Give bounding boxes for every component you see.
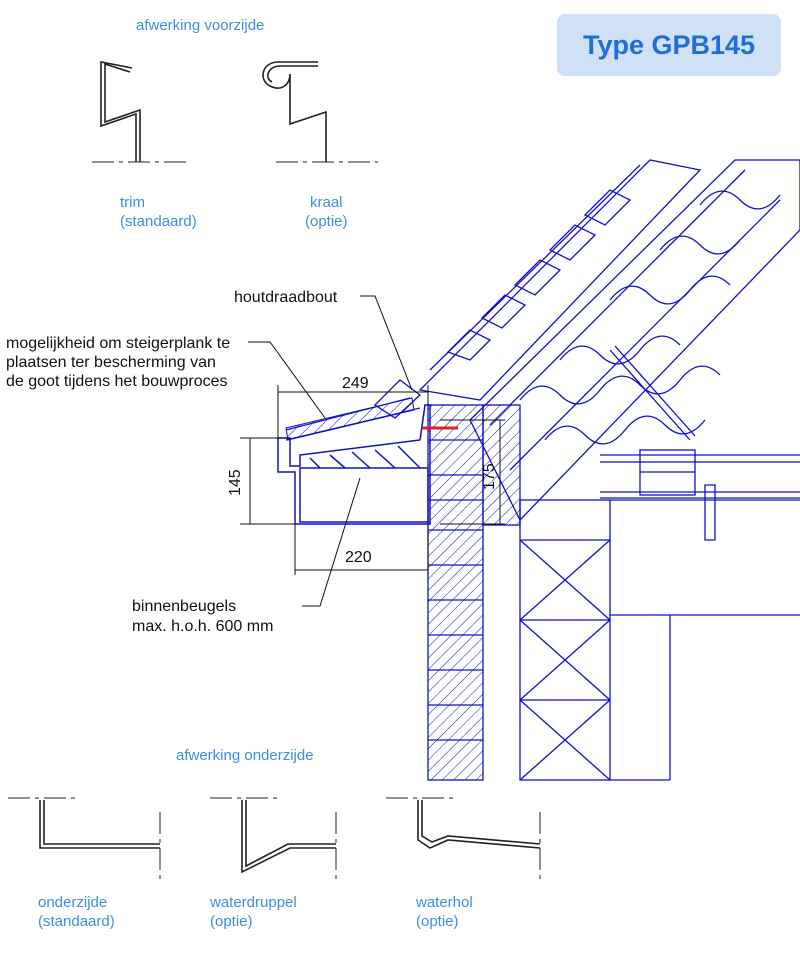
steigerplank <box>285 397 415 441</box>
trim-profile <box>92 61 190 163</box>
waterdrip-sublabel: (optie) <box>210 913 253 930</box>
bolt-callout: houtdraadbout <box>234 289 338 306</box>
dimension-width-bottom: 220 <box>345 549 372 566</box>
underside-standard-label: onderzijde <box>38 894 107 911</box>
title-badge <box>557 14 781 76</box>
dimension-height-left: 145 <box>227 469 244 496</box>
waterhol-profile <box>386 797 541 884</box>
trim-sublabel: (standaard) <box>120 213 197 230</box>
bead-sublabel: (optie) <box>305 213 348 230</box>
plank-callout-line1: mogelijkheid om steigerplank te <box>6 335 230 352</box>
waterdrip-profile <box>210 797 337 884</box>
brackets-callout-line1: binnenbeugels <box>132 598 236 615</box>
front-finish-heading: afwerking voorzijde <box>136 17 264 34</box>
waterdrip-label: waterdruppel <box>209 894 297 911</box>
underside-standard-profile <box>8 797 161 884</box>
brick-wall <box>427 404 521 781</box>
plank-callout-line3: de goot tijdens het bouwproces <box>6 373 227 390</box>
brackets-callout-line2: max. h.o.h. 600 mm <box>132 618 273 635</box>
underside-finish-heading: afwerking onderzijde <box>176 747 314 764</box>
underside-standard-sublabel: (standaard) <box>38 913 115 930</box>
bead-profile <box>262 61 378 163</box>
plank-callout-line2: plaatsen ter bescherming van <box>6 354 216 371</box>
bead-label: kraal <box>310 194 343 211</box>
dimension-lines <box>240 295 505 607</box>
dimension-height-right: 175 <box>481 463 498 490</box>
trim-label: trim <box>120 194 145 211</box>
page-title: Type GPB145 <box>582 30 756 60</box>
dimension-width-top: 249 <box>342 375 369 392</box>
waterhol-label: waterhol <box>415 894 473 911</box>
waterhol-sublabel: (optie) <box>416 913 459 930</box>
